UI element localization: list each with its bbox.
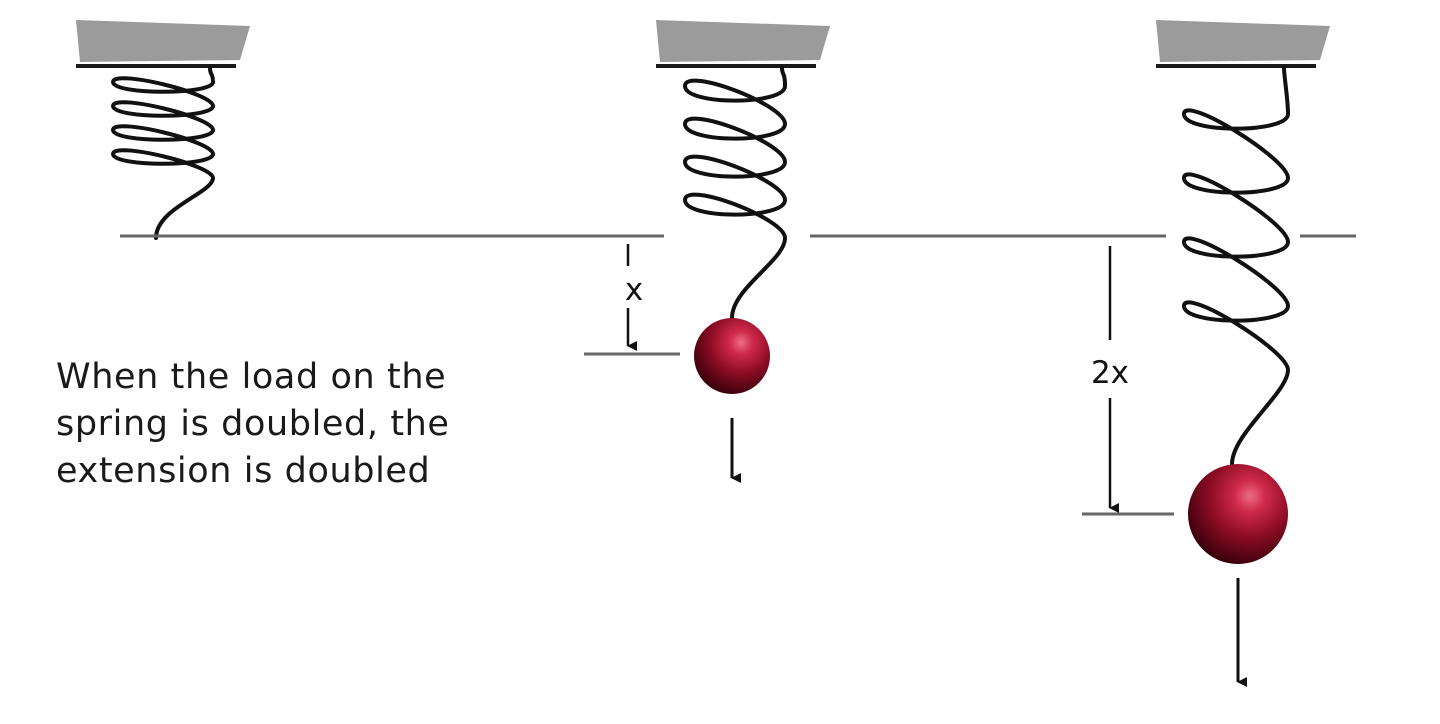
mass-single <box>694 318 770 394</box>
caption-line-2: spring is doubled, the <box>56 404 450 444</box>
spring-unloaded <box>110 66 216 240</box>
mass-double <box>1188 464 1288 564</box>
caption-text: When the load on the spring is doubled, … <box>56 354 526 495</box>
support-double-load <box>1156 20 1330 68</box>
spring-double-load <box>1181 66 1291 466</box>
extension-2x-label: 2x <box>1091 355 1129 391</box>
extension-2x-measure <box>1082 246 1174 516</box>
support-unloaded <box>76 20 250 68</box>
spring-single-load <box>682 66 788 320</box>
extension-x-label: x <box>625 272 643 308</box>
support-single-load <box>656 20 830 68</box>
caption-line-3: extension is doubled <box>56 451 431 491</box>
extension-x-measure <box>584 244 680 356</box>
caption-line-1: When the load on the <box>56 357 447 397</box>
